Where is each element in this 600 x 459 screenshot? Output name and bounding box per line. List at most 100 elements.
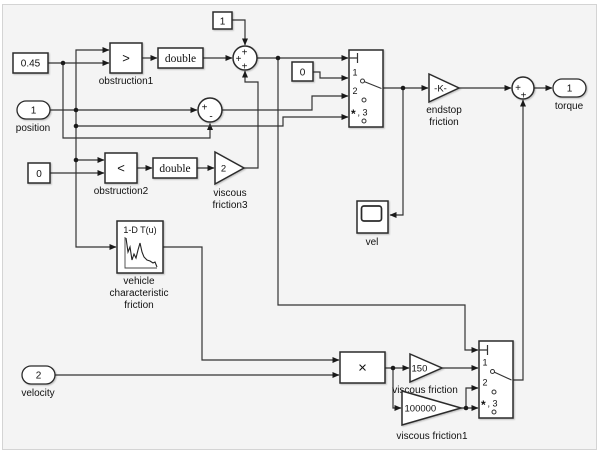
block-data-type-conversion1[interactable]: double <box>157 47 204 69</box>
gain-viscous-friction3-label1: viscous <box>213 188 246 199</box>
block-inport-position[interactable]: 1 position <box>16 100 51 134</box>
block-constant-1[interactable]: 1 <box>212 11 233 30</box>
block-constant-045[interactable]: 0.45 <box>12 52 49 74</box>
block-multiport-switch2[interactable]: 1 2 * , 3 <box>478 340 514 419</box>
wires <box>48 19 553 411</box>
block-constant-0-obstruction[interactable]: 0 <box>27 162 51 184</box>
switch1-port2-contact-icon <box>361 97 367 103</box>
gain-endstop-label2: friction <box>429 117 458 128</box>
gain-endstop-label1: endstop <box>426 105 462 116</box>
block-multiport-switch1[interactable]: 1 2 * , 3 <box>348 49 384 128</box>
block-gain-viscous-friction[interactable]: 150 viscous friction <box>392 352 458 396</box>
gain-viscous-friction3-label2: friction3 <box>212 200 247 211</box>
switch2-port3-star: * <box>481 398 486 412</box>
constant-0-switch-value: 0 <box>300 68 306 79</box>
switch1-port1-contact-icon <box>360 78 365 84</box>
gain-viscous-friction1-value: 100000 <box>405 404 437 415</box>
lookup-label1: vehicle <box>123 276 155 287</box>
block-sum-output[interactable]: + + <box>511 76 535 102</box>
sum1-sign-left: + <box>236 54 242 65</box>
sum-output-sign-bottom: + <box>521 91 527 102</box>
constant-0-obstruction-value: 0 <box>36 169 42 180</box>
switch2-port3-label: , 3 <box>488 399 498 409</box>
switch1-wiper-icon <box>363 80 382 90</box>
block-outport-torque[interactable]: 1 torque <box>552 78 587 112</box>
switch2-port3-contact-icon <box>491 409 497 415</box>
block-product[interactable]: × <box>339 351 386 384</box>
switch2-wiper-icon <box>493 371 512 381</box>
scope-screen-icon <box>360 205 383 222</box>
lookup-curve-icon <box>125 237 158 268</box>
switch1-control-marker-icon <box>349 53 359 63</box>
wire-position-to-lookup[interactable] <box>75 110 117 250</box>
block-sum-position[interactable]: + - <box>197 97 223 123</box>
sum-position-sign-minus: - <box>209 112 212 123</box>
block-constant-0-switch[interactable]: 0 <box>291 61 314 82</box>
block-data-type-conversion2[interactable]: double <box>152 157 198 179</box>
switch1-port2-label: 2 <box>353 86 358 96</box>
switch2-port1-contact-icon <box>490 369 495 374</box>
obstruction2-label: obstruction2 <box>94 186 149 197</box>
switch1-port3-contact-icon <box>361 118 367 124</box>
data-type-conversion2-text: double <box>159 163 190 175</box>
block-obstruction1[interactable]: > obstruction1 <box>99 42 154 87</box>
block-gain-viscous-friction3[interactable]: 2 viscous friction3 <box>212 150 248 211</box>
wire-sum1-to-switch2-control[interactable] <box>277 58 479 353</box>
lookup-title: 1-D T(u) <box>123 225 156 235</box>
block-lookup-vehicle-friction[interactable]: 1-D T(u) vehicle characteristic friction <box>110 220 169 311</box>
wire-position-to-obstruction1[interactable] <box>75 47 110 110</box>
wire-sum-position-to-switch1-port2[interactable] <box>222 93 349 111</box>
inport-position-label: position <box>16 123 50 134</box>
switch1-port3-star: * <box>351 107 356 121</box>
wire-switch1-to-scope[interactable] <box>389 88 404 218</box>
obstruction1-label: obstruction1 <box>99 76 154 87</box>
wire-const045-to-sum-position[interactable] <box>62 63 213 139</box>
product-operator: × <box>358 360 367 377</box>
block-gain-viscous-friction1[interactable]: 100000 viscous friction1 <box>396 390 468 442</box>
junction-dot <box>73 123 79 129</box>
junction-dot <box>463 405 469 411</box>
outport-torque-number: 1 <box>567 84 573 95</box>
block-scope-vel[interactable]: vel <box>356 200 389 248</box>
wire-const0-to-switch1-port1[interactable] <box>313 71 349 81</box>
sum1-sign-top: + <box>242 48 248 59</box>
gain-viscous-friction3-value: 2 <box>221 164 226 175</box>
junction-dot <box>390 365 396 371</box>
switch2-control-marker-icon <box>479 345 489 355</box>
scope-vel-label: vel <box>366 237 379 248</box>
junction-dot <box>60 60 66 66</box>
switch1-port3-label: , 3 <box>358 108 368 118</box>
gain-viscous-friction-value: 150 <box>412 364 428 375</box>
junction-dot <box>73 107 79 113</box>
obstruction2-operator: < <box>117 161 125 176</box>
wire-viscousfriction3-to-sum1[interactable] <box>242 70 259 169</box>
lookup-label3: friction <box>124 300 153 311</box>
wire-lookup-to-product[interactable] <box>162 246 340 363</box>
gain-viscous-friction1-label: viscous friction1 <box>396 431 468 442</box>
sum-position-sign-plus: + <box>202 103 208 114</box>
wire-product-to-gain100000[interactable] <box>392 368 402 411</box>
inport-position-number: 1 <box>31 106 37 117</box>
block-obstruction2[interactable]: < obstruction2 <box>94 152 149 197</box>
inport-velocity-label: velocity <box>21 388 54 399</box>
obstruction1-operator: > <box>122 51 130 66</box>
block-inport-velocity[interactable]: 2 velocity <box>21 365 56 399</box>
switch2-port2-label: 2 <box>483 378 488 388</box>
switch1-port1-label: 1 <box>353 68 358 78</box>
block-sum1[interactable]: + + + <box>232 45 258 73</box>
wire-switch2-to-sum-output[interactable] <box>513 99 526 381</box>
gain-endstop-value: -K- <box>434 84 447 95</box>
inport-velocity-number: 2 <box>36 371 42 382</box>
wire-gain100000-to-switch2-port2[interactable] <box>465 385 479 408</box>
wire-position-to-switch1-port3[interactable] <box>76 114 349 127</box>
junction-dot <box>275 55 281 61</box>
outport-torque-label: torque <box>555 101 584 112</box>
block-gain-endstop-friction[interactable]: -K- endstop friction <box>426 72 462 128</box>
sum-output-sign-left: + <box>515 83 521 94</box>
gain-viscous-friction-label: viscous friction <box>392 385 458 396</box>
sum1-sign-bottom: + <box>242 62 248 73</box>
wire-const1-to-sum1[interactable] <box>232 19 248 46</box>
switch2-port1-label: 1 <box>483 358 488 368</box>
lookup-axes-icon <box>124 237 157 269</box>
